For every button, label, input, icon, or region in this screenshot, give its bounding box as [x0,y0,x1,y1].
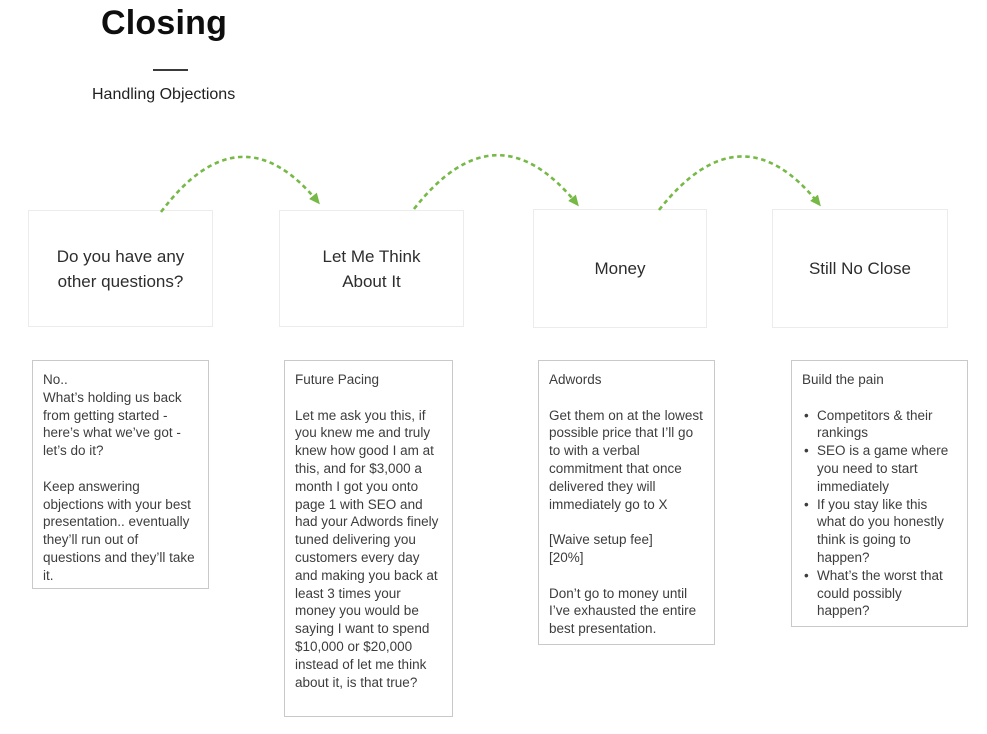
note-bullet-list: Competitors & their rankings SEO is a ga… [802,407,957,621]
arrow-3-icon [657,155,821,211]
note-other-questions: No.. What’s holding us back from getting… [32,360,209,589]
note-bullet: SEO is a game where you need to start im… [802,442,957,495]
page-subtitle: Handling Objections [92,86,236,103]
flow-card-still-no-close: Still No Close [772,209,948,328]
note-body: No.. What’s holding us back from getting… [43,372,195,583]
note-bullet: What’s the worst that could possibly hap… [802,567,957,620]
note-adwords: Adwords Get them on at the lowest possib… [538,360,715,645]
arrow-2-icon [412,153,579,210]
note-title: Adwords [549,372,602,387]
note-title: Future Pacing [295,372,380,387]
note-future-pacing: Future Pacing Let me ask you this, if yo… [284,360,453,717]
title-divider [153,69,188,71]
page-title: Closing [101,4,228,42]
arrow-1-icon [159,155,320,213]
flow-card-label: Let Me Think About It [322,246,421,291]
note-body: Get them on at the lowest possible price… [549,407,703,637]
flow-card-label: Still No Close [808,259,912,278]
flow-card-money: Money [533,209,707,328]
note-build-the-pain: Build the pain Competitors & their ranki… [791,360,968,627]
flow-card-other-questions: Do you have any other questions? [28,210,213,327]
flow-card-label: Money [594,259,646,278]
note-title: Build the pain [802,372,884,387]
flow-card-let-me-think: Let Me Think About It [279,210,464,327]
flow-card-label: Do you have any other questions? [56,246,185,291]
note-bullet: Competitors & their rankings [802,407,957,443]
note-body: Let me ask you this, if you knew me and … [295,407,439,690]
note-bullet: If you stay like this what do you honest… [802,496,957,567]
